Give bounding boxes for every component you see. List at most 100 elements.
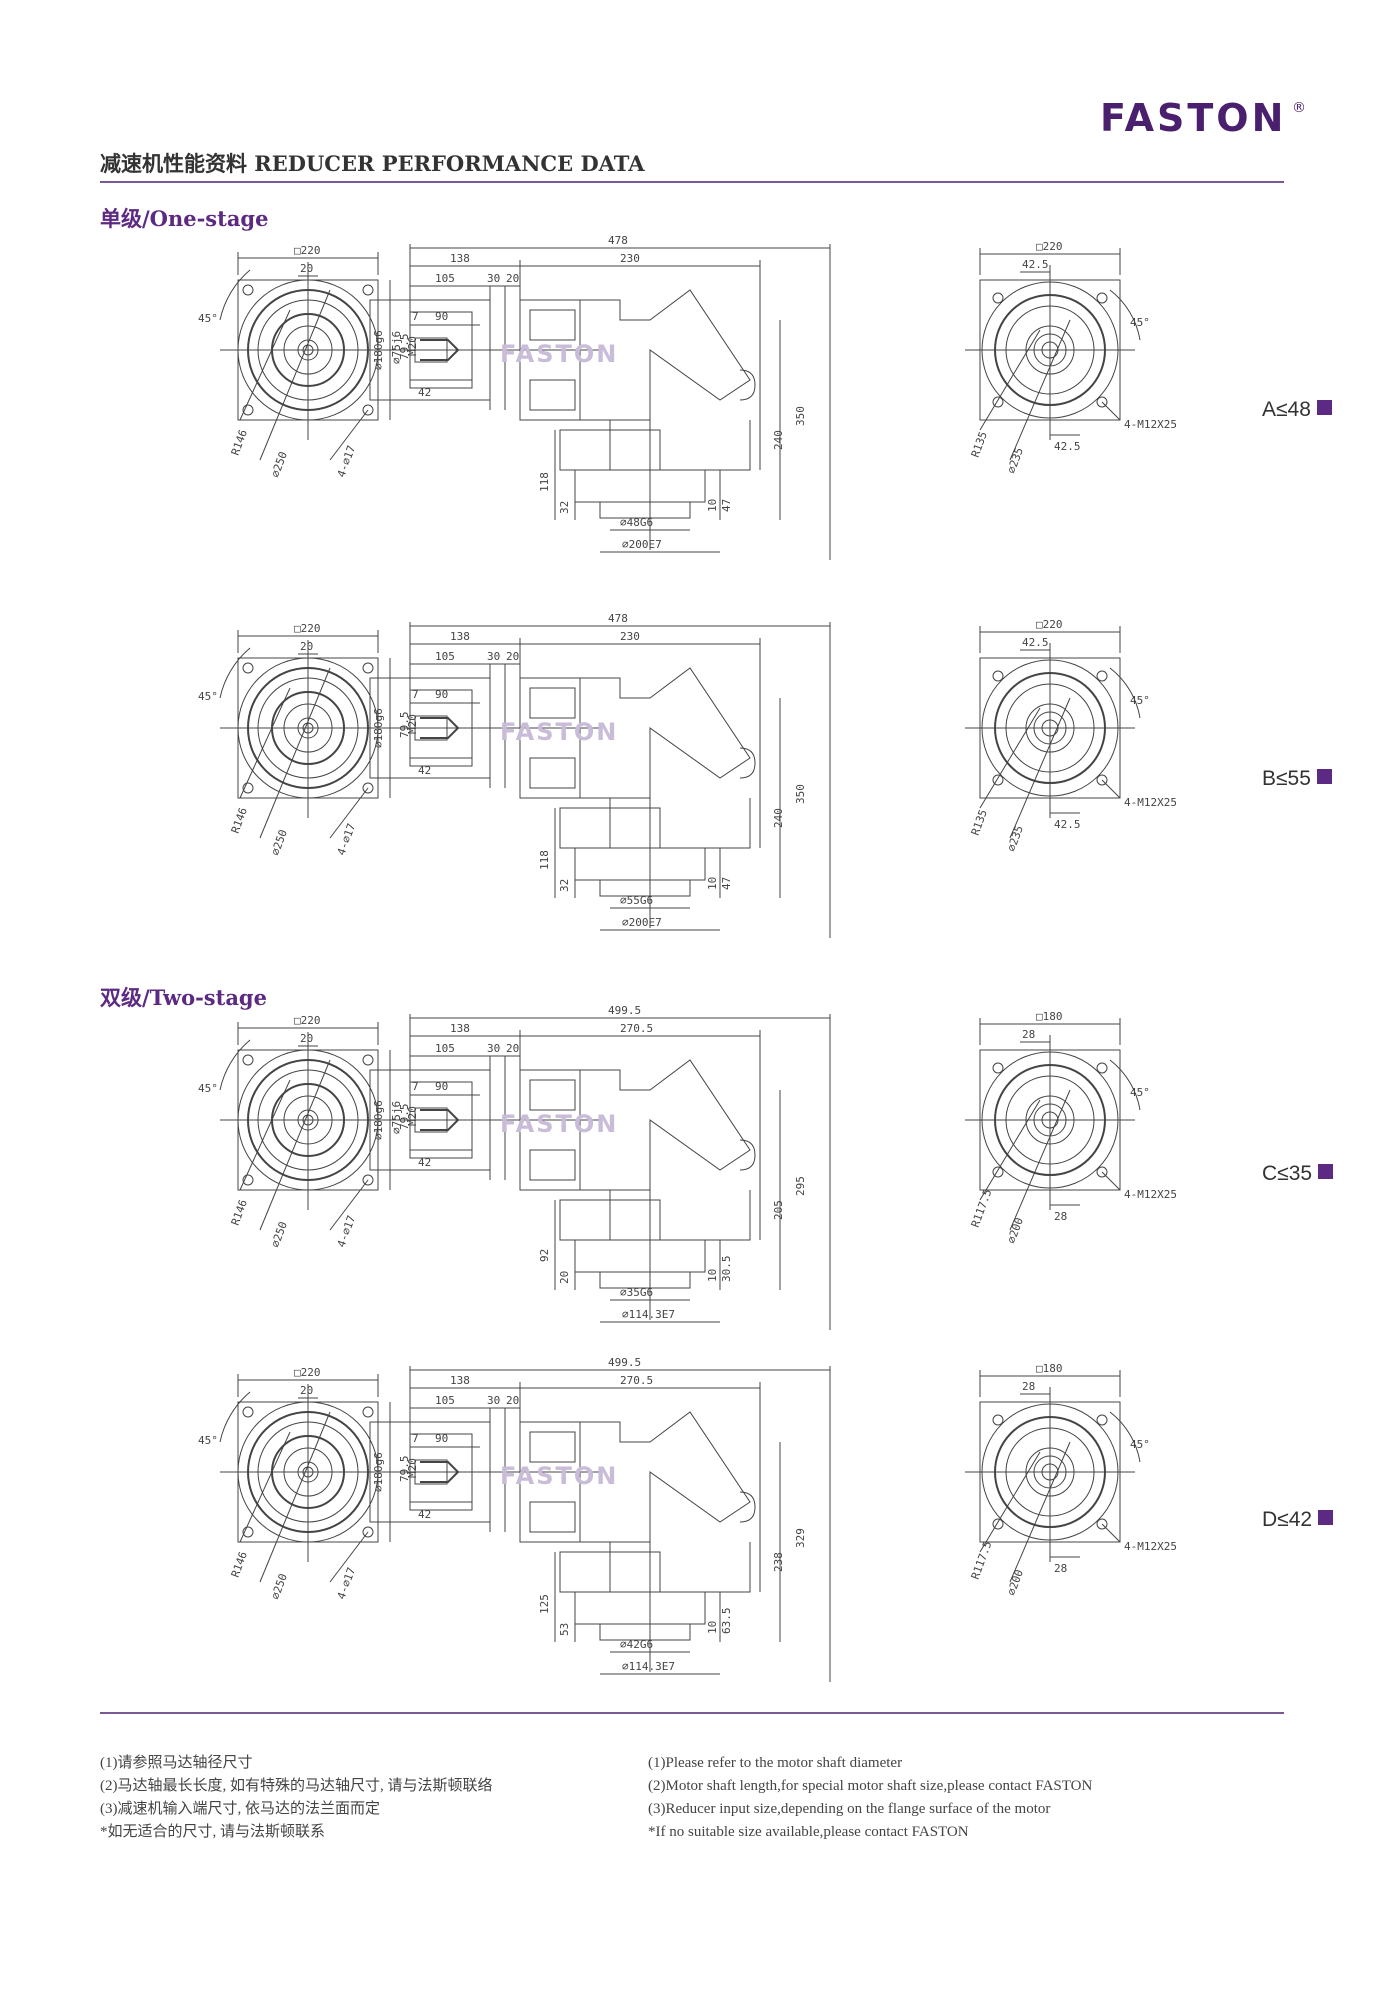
side-d4: 30 bbox=[487, 272, 500, 285]
side-view: FASTON 478 138 230 105 30 20 7 90 M20 42… bbox=[369, 234, 831, 560]
side-d1: 138 bbox=[450, 630, 470, 643]
front-radius: R146 bbox=[229, 806, 250, 835]
side-d5: 20 bbox=[506, 1394, 519, 1407]
side-d7: 90 bbox=[435, 1432, 448, 1445]
watermark-logo: FASTON bbox=[500, 718, 618, 746]
rear-w1: 42.5 bbox=[1022, 258, 1049, 271]
side-h5: 10 bbox=[706, 1621, 719, 1634]
ratio-label-text: B≤55 bbox=[1262, 767, 1311, 790]
note-cn-2: (2)马达轴最长长度, 如有特殊的马达轴尺寸, 请与法斯顿联络 bbox=[100, 1778, 493, 1794]
rear-view: □180 28 45° R117.5 ⌀200 28 4-M12X25 bbox=[965, 1362, 1177, 1597]
rear-diameter: ⌀235 bbox=[1005, 446, 1026, 475]
side-h1: 350 bbox=[794, 784, 807, 804]
side-d4: 30 bbox=[487, 1394, 500, 1407]
front-center: 20 bbox=[300, 1384, 313, 1397]
side-h1: 350 bbox=[794, 406, 807, 426]
note-cn-4: *如无适合的尺寸, 请与法斯顿联系 bbox=[100, 1824, 326, 1840]
rear-view: □220 42.5 45° R135 ⌀235 42.5 4-M12X25 bbox=[965, 618, 1177, 853]
front-radius: R146 bbox=[229, 1550, 250, 1579]
purple-square-icon bbox=[1318, 1510, 1334, 1525]
side-h6: 30.5 bbox=[720, 1256, 733, 1283]
side-out1: ⌀48G6 bbox=[620, 516, 653, 529]
header-divider bbox=[100, 181, 1284, 183]
rear-square: □220 bbox=[1036, 240, 1063, 253]
drawing-row-a: □220 20 45° 79.5 R146 ⌀250 4-⌀17 bbox=[180, 230, 1220, 610]
rear-square: □180 bbox=[1036, 1362, 1063, 1375]
front-diameter: ⌀250 bbox=[269, 1572, 290, 1601]
side-d3: 105 bbox=[435, 1394, 455, 1407]
side-h2: 240 bbox=[772, 808, 785, 828]
rear-holes: 4-M12X25 bbox=[1124, 796, 1177, 809]
front-center: 20 bbox=[300, 640, 313, 653]
registered-mark: ® bbox=[1292, 100, 1306, 116]
front-angle: 45° bbox=[198, 312, 218, 325]
note-en-3: (3)Reducer input size,depending on the f… bbox=[648, 1801, 1051, 1817]
side-d2: 270.5 bbox=[620, 1022, 653, 1035]
front-center: 20 bbox=[300, 262, 313, 275]
rear-w1: 28 bbox=[1022, 1380, 1035, 1393]
side-d6: 7 bbox=[412, 310, 419, 323]
side-d2: 230 bbox=[620, 252, 640, 265]
watermark-logo: FASTON bbox=[500, 340, 618, 368]
rear-angle: 45° bbox=[1130, 316, 1150, 329]
note-cn-1: (1)请参照马达轴径尺寸 bbox=[100, 1755, 253, 1771]
front-diameter: ⌀250 bbox=[269, 450, 290, 479]
side-h2: 238 bbox=[772, 1552, 785, 1572]
side-out1: ⌀35G6 bbox=[620, 1286, 653, 1299]
section-title-two-stage: 双级/Two-stage bbox=[100, 985, 267, 1010]
rear-radius: R135 bbox=[969, 808, 990, 837]
front-square: □220 bbox=[294, 1366, 321, 1379]
rear-radius: R135 bbox=[969, 430, 990, 459]
side-d8: 42 bbox=[418, 1156, 431, 1169]
side-shaft: M20 bbox=[406, 714, 419, 734]
side-d1: 138 bbox=[450, 1022, 470, 1035]
side-h6: 47 bbox=[720, 499, 733, 512]
rear-w1: 42.5 bbox=[1022, 636, 1049, 649]
rear-radius: R117.5 bbox=[969, 1187, 995, 1229]
rear-angle: 45° bbox=[1130, 694, 1150, 707]
side-d4: 30 bbox=[487, 1042, 500, 1055]
rear-w1: 28 bbox=[1022, 1028, 1035, 1041]
side-out2: ⌀114.3E7 bbox=[622, 1660, 675, 1673]
side-h6: 47 bbox=[720, 877, 733, 890]
side-view: FASTON 478 138 230 105 30 20 7 90 M20 42… bbox=[369, 612, 831, 938]
side-shaft: M20 bbox=[406, 1458, 419, 1478]
side-h1: 295 bbox=[794, 1176, 807, 1196]
ratio-label-c: C≤35 bbox=[1262, 1162, 1334, 1186]
side-out1: ⌀55G6 bbox=[620, 894, 653, 907]
rear-square: □180 bbox=[1036, 1010, 1063, 1023]
side-bore1: ⌀180g6 bbox=[372, 1100, 385, 1140]
side-d5: 20 bbox=[506, 650, 519, 663]
rear-diameter: ⌀200 bbox=[1005, 1568, 1026, 1597]
page-title: 减速机性能资料 REDUCER PERFORMANCE DATA bbox=[100, 151, 645, 176]
rear-diameter: ⌀200 bbox=[1005, 1216, 1026, 1245]
side-shaft: M20 bbox=[406, 336, 419, 356]
side-total: 499.5 bbox=[608, 1004, 641, 1017]
side-bore2: ⌀75j6 bbox=[390, 1101, 403, 1134]
ratio-label-a: A≤48 bbox=[1262, 398, 1332, 422]
side-d3: 105 bbox=[435, 1042, 455, 1055]
side-view: FASTON 499.5 138 270.5 105 30 20 7 90 M2… bbox=[369, 1004, 831, 1330]
side-bore2: ⌀75j6 bbox=[390, 331, 403, 364]
note-en-4: *If no suitable size available,please co… bbox=[648, 1824, 969, 1840]
side-bore1: ⌀180g6 bbox=[372, 330, 385, 370]
watermark-logo: FASTON bbox=[500, 1462, 618, 1490]
note-en-2: (2)Motor shaft length,for special motor … bbox=[648, 1778, 1093, 1794]
front-center: 20 bbox=[300, 1032, 313, 1045]
brand-name: FASTON bbox=[1100, 96, 1287, 140]
front-square: □220 bbox=[294, 622, 321, 635]
side-d2: 230 bbox=[620, 630, 640, 643]
side-d7: 90 bbox=[435, 310, 448, 323]
rear-angle: 45° bbox=[1130, 1086, 1150, 1099]
side-d8: 42 bbox=[418, 1508, 431, 1521]
notes-english: (1)Please refer to the motor shaft diame… bbox=[648, 1752, 1268, 1844]
drawing-row-c: □220 20 45° 79.5 R146 ⌀250 4-⌀17 bbox=[180, 1000, 1220, 1380]
side-h5: 10 bbox=[706, 877, 719, 890]
rear-holes: 4-M12X25 bbox=[1124, 418, 1177, 431]
drawing-row-b: □220 20 45° 79.5 R146 ⌀250 4-⌀17 bbox=[180, 608, 1220, 988]
side-h4: 32 bbox=[558, 501, 571, 514]
purple-square-icon bbox=[1316, 769, 1332, 784]
side-h3: 118 bbox=[538, 850, 551, 870]
side-bore1: ⌀180g6 bbox=[372, 708, 385, 748]
notes-chinese: (1)请参照马达轴径尺寸 (2)马达轴最长长度, 如有特殊的马达轴尺寸, 请与法… bbox=[100, 1752, 640, 1844]
